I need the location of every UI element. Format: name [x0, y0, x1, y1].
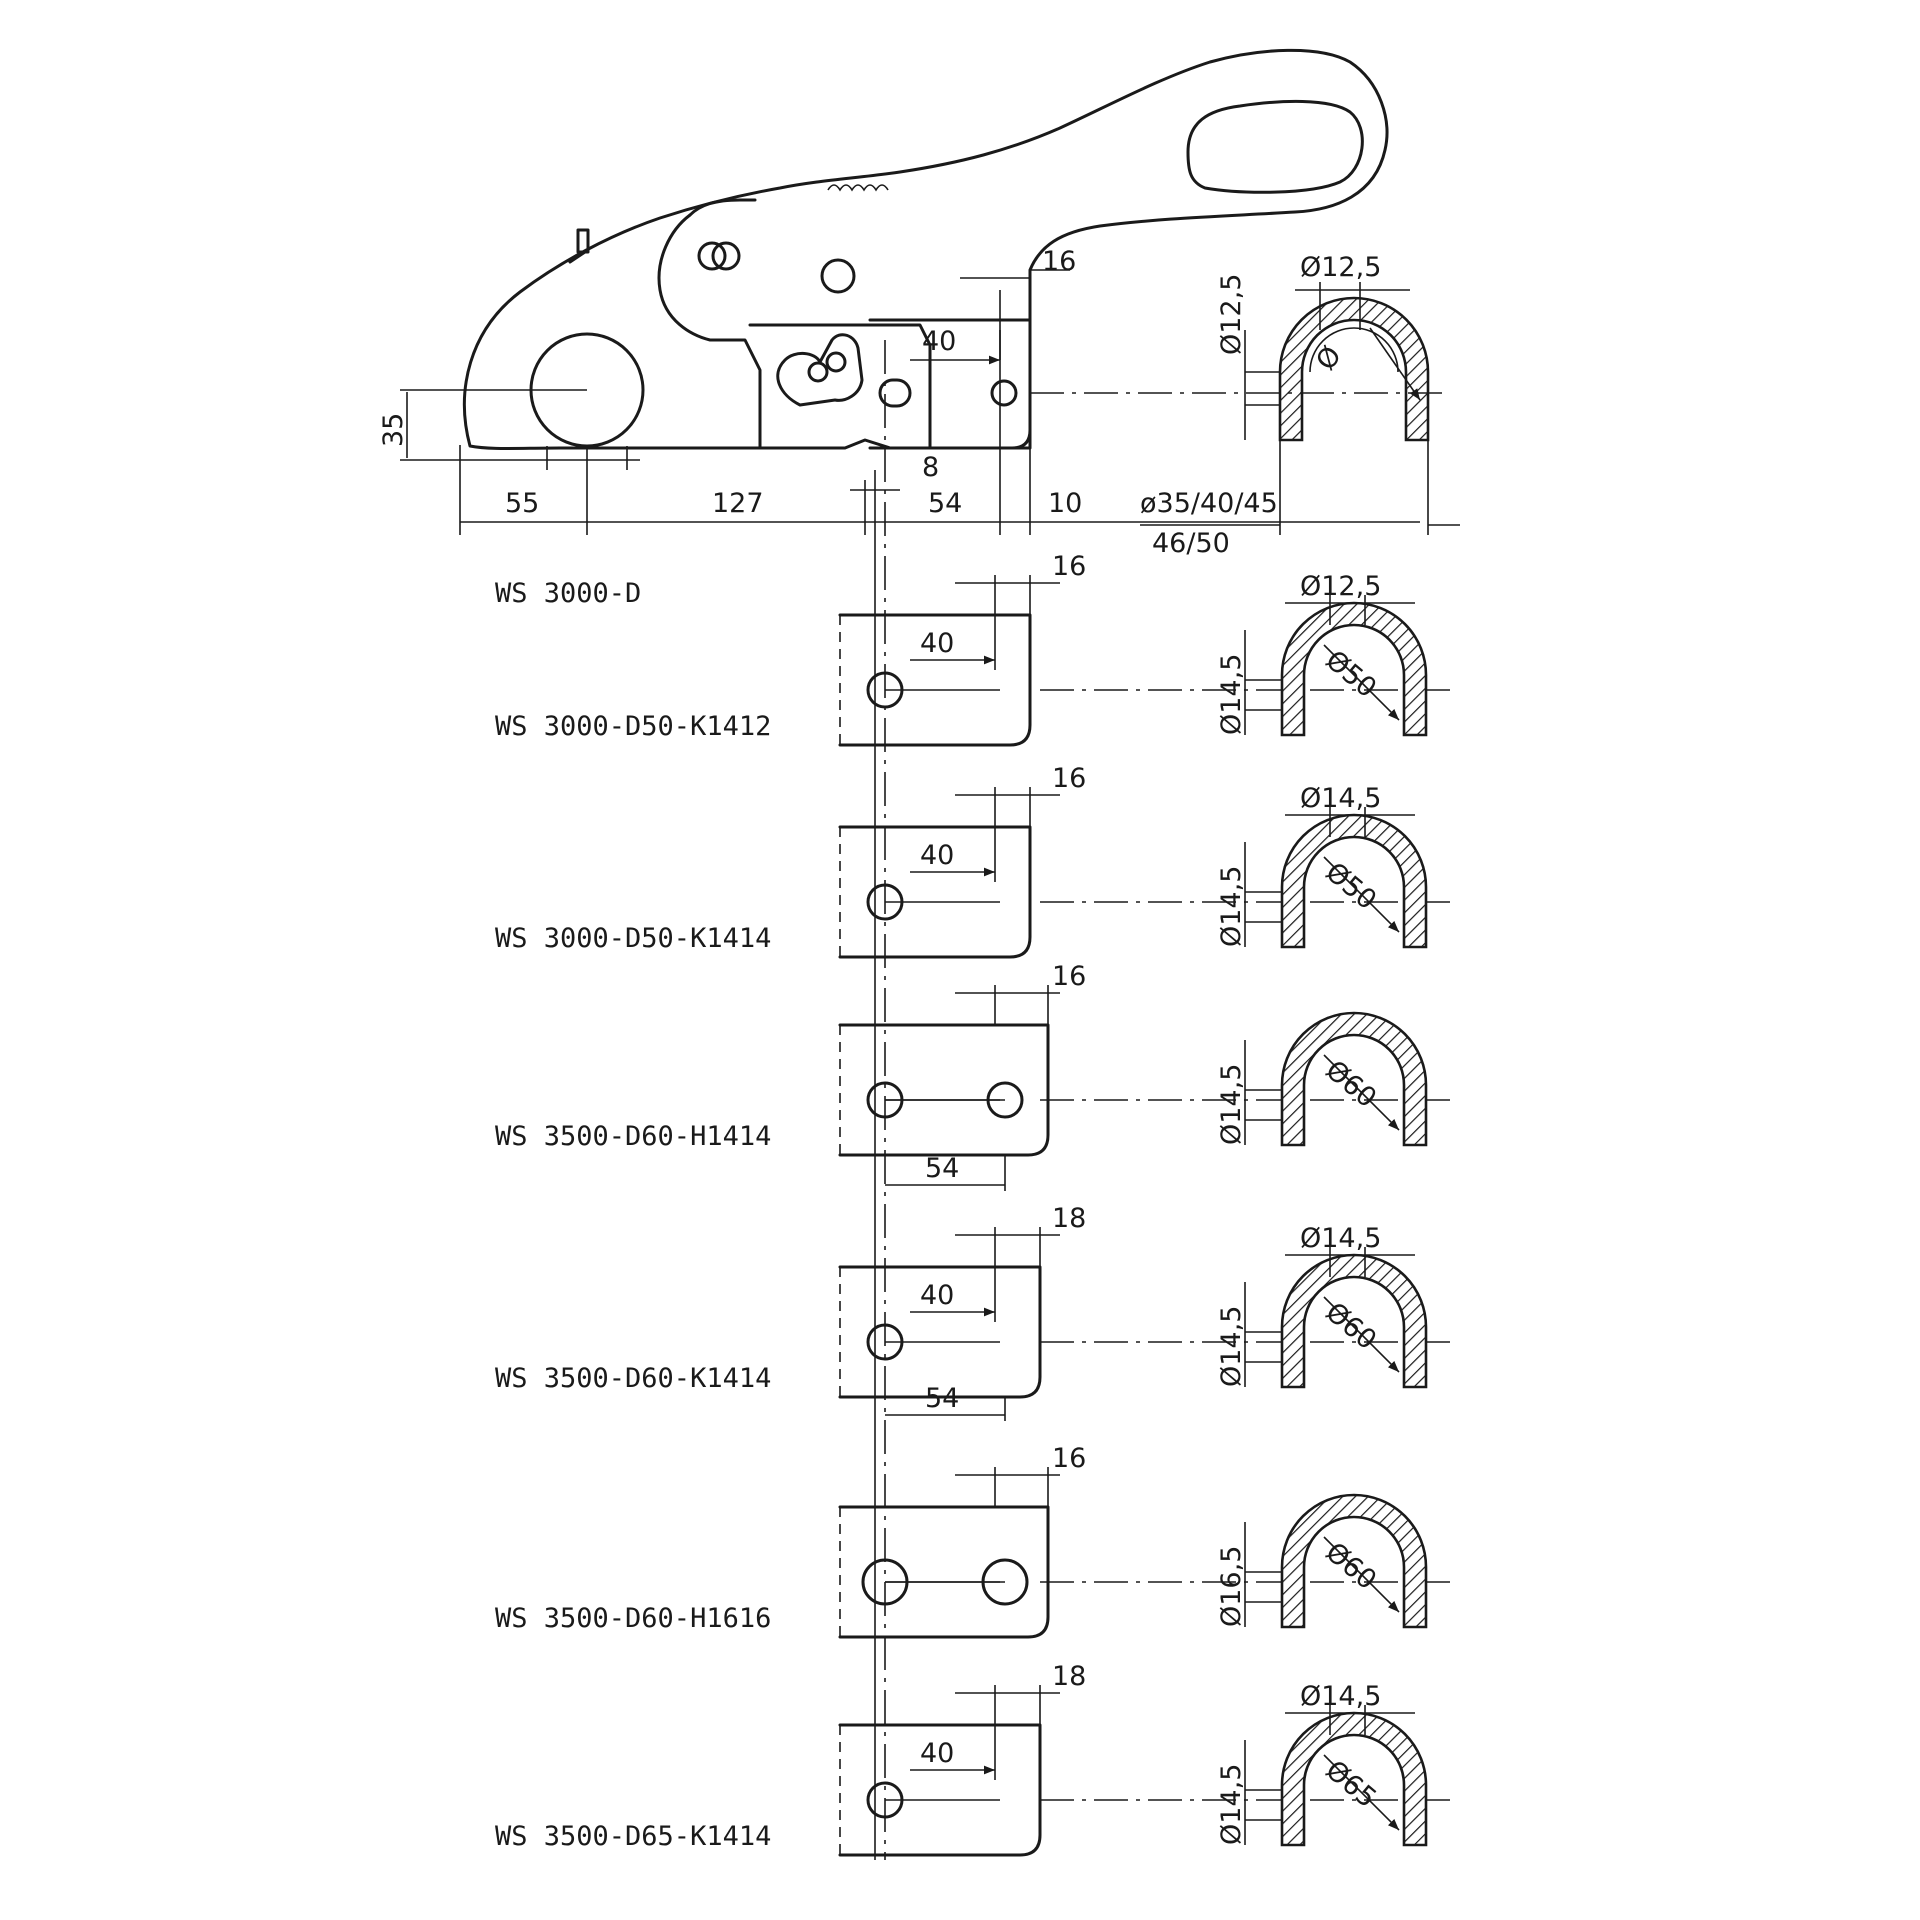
- mount-hole-top: [990, 379, 1018, 407]
- dim-8: 8: [922, 452, 939, 483]
- variant-top-dim: 16: [1052, 551, 1086, 582]
- dim-40-top: 40: [922, 326, 956, 357]
- latch-frame: [748, 323, 932, 450]
- section-inner-dim: Ø60: [1320, 1055, 1383, 1114]
- mounting-plate: [838, 1505, 1050, 1639]
- slot-hole: [878, 378, 912, 408]
- grip-ribs: [827, 184, 889, 192]
- u-section: [1280, 1493, 1428, 1629]
- dim-35: 35: [378, 413, 409, 447]
- variant-top-dim: 16: [1052, 961, 1086, 992]
- dim-ball-diameter: ø35/40/45: [1140, 488, 1278, 519]
- mounting-plate-top: [868, 318, 1032, 450]
- variant-model-label: WS 3500-D60-K1414: [495, 1363, 771, 1394]
- u-section: [1280, 601, 1428, 737]
- mounting-plate: [838, 1265, 1042, 1399]
- section-top-dim: Ø12,5: [1300, 252, 1381, 283]
- variant-model-label: WS 3500-D60-H1414: [495, 1121, 771, 1152]
- front-jaw-outline: [657, 213, 762, 450]
- dim-16-top: 16: [1042, 246, 1076, 277]
- section-top-dim: Ø14,5: [1300, 783, 1381, 814]
- section-side-dim: Ø14,5: [1216, 866, 1247, 947]
- u-section: [1280, 1711, 1428, 1847]
- section-side-dim: Ø16,5: [1216, 1546, 1247, 1627]
- mounting-plate: [838, 613, 1032, 747]
- pivot-bolt-2: [711, 241, 741, 271]
- section-inner-dim: Ø60: [1320, 1297, 1383, 1356]
- section-inner-dim: Ø: [1310, 341, 1348, 376]
- variant-extra-dim: 54: [925, 1383, 959, 1414]
- nose-pin: [576, 228, 590, 254]
- dim-127: 127: [712, 488, 764, 519]
- variant-top-dim: 18: [1052, 1661, 1086, 1692]
- coupling-body-outline: [463, 48, 1389, 450]
- variant-top-dim: 18: [1052, 1203, 1086, 1234]
- section-side-dim: Ø12,5: [1216, 274, 1247, 355]
- u-section: [1280, 1011, 1428, 1147]
- variant-model-label: WS 3000-D50-K1412: [495, 711, 771, 742]
- variant-inner-dim: 40: [920, 628, 954, 659]
- section-top-dim: Ø14,5: [1300, 1223, 1381, 1254]
- section-top-dim: Ø12,5: [1300, 571, 1381, 602]
- dim-10: 10: [1048, 488, 1082, 519]
- variant-extra-dim: 54: [925, 1153, 959, 1184]
- dim-55: 55: [505, 488, 539, 519]
- section-inner-dim: Ø50: [1320, 645, 1383, 704]
- variant-model-label: WS 3000-D50-K1414: [495, 923, 771, 954]
- section-inner-dim: Ø50: [1320, 857, 1383, 916]
- section-side-dim: Ø14,5: [1216, 1064, 1247, 1145]
- front-jaw-inner: [688, 198, 757, 217]
- variant-inner-dim: 40: [920, 1738, 954, 1769]
- variant-inner-dim: 40: [920, 1280, 954, 1311]
- variant-top-dim: 16: [1052, 1443, 1086, 1474]
- mounting-plate: [838, 1023, 1050, 1157]
- section-side-dim: Ø14,5: [1216, 1306, 1247, 1387]
- mounting-plate: [838, 1723, 1042, 1857]
- variant-top-dim: 16: [1052, 763, 1086, 794]
- u-section: [1280, 813, 1428, 949]
- section-inner-dim: Ø60: [1320, 1537, 1383, 1596]
- variant-inner-dim: 40: [920, 840, 954, 871]
- latch-pin-1: [807, 361, 829, 383]
- latch-lever: [776, 333, 864, 407]
- handle-grip-slot: [1186, 99, 1364, 194]
- mounting-plate: [838, 825, 1032, 959]
- variant-model-label: WS 3500-D60-H1616: [495, 1603, 771, 1634]
- pivot-bolt-1: [697, 241, 727, 271]
- dim-ball-diameter-2: 46/50: [1152, 528, 1230, 559]
- model-label-top: WS 3000-D: [495, 578, 641, 609]
- section-top-dim: Ø14,5: [1300, 1681, 1381, 1712]
- u-section: [1280, 1253, 1428, 1389]
- coupling-head-view: [400, 48, 1389, 470]
- variant-row-3: 16 54 Ø14,5 Ø60 WS 3500-D60-H1414: [495, 961, 1450, 1191]
- dim-54: 54: [928, 488, 962, 519]
- section-side-dim: Ø14,5: [1216, 1764, 1247, 1845]
- handle-bolt: [820, 258, 856, 294]
- section-side-dim: Ø14,5: [1216, 654, 1247, 735]
- section-view-top: [1278, 296, 1430, 442]
- section-inner-dim: Ø65: [1320, 1755, 1383, 1814]
- latch-pin-2: [825, 351, 847, 373]
- top-dimensions: [406, 269, 1460, 535]
- variant-model-label: WS 3500-D65-K1414: [495, 1821, 771, 1852]
